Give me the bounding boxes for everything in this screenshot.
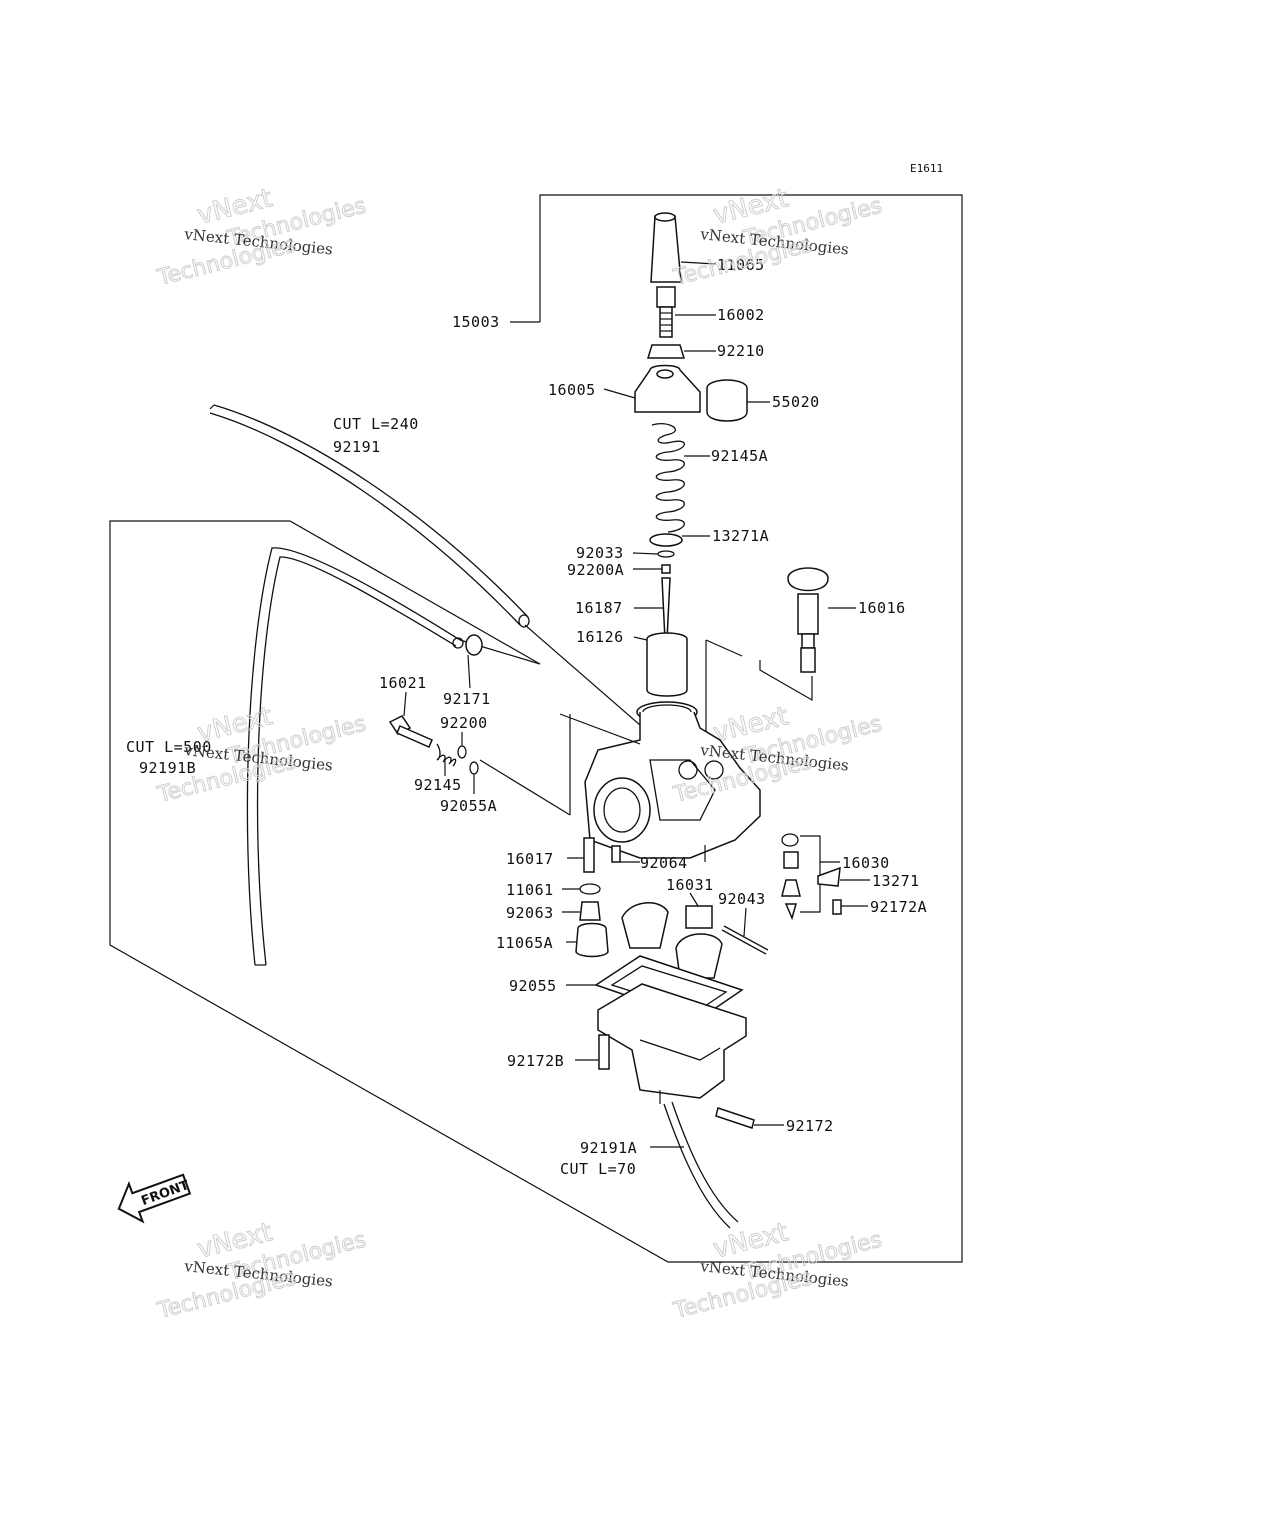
- jet-holder-11065A: [566, 922, 609, 958]
- drain-screw-92172: [715, 1107, 784, 1129]
- throttle-valve-16126: [633, 632, 688, 697]
- assembly-frame: [109, 194, 963, 1263]
- main-jet-92063: [562, 901, 601, 921]
- throttle-spring-92145A: [651, 423, 710, 533]
- label-92191B: 92191B: [139, 759, 196, 777]
- oring-92200: [457, 732, 467, 759]
- pilot-jet-16017: [567, 837, 595, 873]
- label-92055: 92055: [509, 977, 557, 995]
- label-92191A: 92191A: [580, 1139, 637, 1157]
- watermark-bottom-right: vNext Technologies vNext Technologies Te…: [670, 1217, 885, 1325]
- label-13271A: 13271A: [712, 527, 769, 545]
- label-92171: 92171: [443, 690, 491, 708]
- starter-plunger-16016: [705, 567, 856, 750]
- label-cut-500: CUT L=500: [126, 738, 212, 756]
- nut-92210: [646, 344, 716, 359]
- label-16005: 16005: [548, 381, 596, 399]
- label-cut-70: CUT L=70: [560, 1160, 636, 1178]
- label-92210: 92210: [717, 342, 765, 360]
- label-16017: 16017: [506, 850, 554, 868]
- label-92063: 92063: [506, 904, 554, 922]
- label-92145A: 92145A: [711, 447, 768, 465]
- clip-13271: [817, 866, 870, 887]
- label-92172B: 92172B: [507, 1052, 564, 1070]
- label-16030: 16030: [842, 854, 890, 872]
- watermark-top-left: vNext Technologies vNext Technologies Te…: [154, 183, 369, 292]
- watermark-bottom-left: vNext Technologies vNext Technologies Te…: [154, 1217, 369, 1325]
- hose-92191A: [650, 1101, 739, 1229]
- spring-92145: [436, 743, 457, 776]
- label-92145: 92145: [414, 776, 462, 794]
- label-16016: 16016: [858, 599, 906, 617]
- watermark-mid-left: vNext Technologies vNext Technologies Te…: [154, 701, 369, 809]
- hose-92191: [209, 404, 641, 726]
- label-13271: 13271: [872, 872, 920, 890]
- carburetor-body: [479, 701, 761, 862]
- adjuster-screw-16002: [656, 286, 716, 338]
- oring-92055A: [469, 761, 479, 794]
- label-16126: 16126: [576, 628, 624, 646]
- label-15003: 15003: [452, 313, 500, 331]
- label-92064: 92064: [640, 854, 688, 872]
- clip-92033: [632, 550, 675, 558]
- watermark-top-right: vNext Technologies vNext Technologies Te…: [670, 183, 885, 292]
- diagram-code: E1611: [910, 162, 943, 175]
- label-16021: 16021: [379, 674, 427, 692]
- float-16031: [621, 892, 723, 979]
- label-92033: 92033: [576, 544, 624, 562]
- label-92200A: 92200A: [567, 561, 624, 579]
- label-92172: 92172: [786, 1117, 834, 1135]
- label-16002: 16002: [717, 306, 765, 324]
- label-55020: 55020: [772, 393, 820, 411]
- watermark-mid-right: vNext Technologies vNext Technologies Te…: [670, 701, 885, 809]
- hose-92191B: [246, 547, 541, 966]
- label-cut-240: CUT L=240: [333, 415, 419, 433]
- screw-92172B: [575, 1034, 610, 1070]
- label-92191: 92191: [333, 438, 381, 456]
- label-11061: 11061: [506, 881, 554, 899]
- plate-13271A: [649, 533, 710, 547]
- label-16031: 16031: [666, 876, 714, 894]
- top-cap-16005: [603, 364, 701, 413]
- label-92172A: 92172A: [870, 898, 927, 916]
- label-92055A: 92055A: [440, 797, 497, 815]
- jet-needle-16187: [634, 577, 671, 641]
- washer-92200A: [633, 564, 671, 574]
- label-92200: 92200: [440, 714, 488, 732]
- washer-11061: [562, 883, 601, 895]
- screw-92172A: [832, 899, 868, 915]
- front-arrow-icon: FRONT: [117, 1173, 191, 1224]
- needle-valve-16030: [781, 833, 840, 921]
- part-labels: 11065 15003 16002 92210 16005 55020 9214…: [126, 256, 927, 1178]
- screw-16021: [388, 691, 433, 748]
- label-11065: 11065: [717, 256, 765, 274]
- pin-92043: [721, 907, 769, 955]
- label-11065A: 11065A: [496, 934, 553, 952]
- washer-92171: [465, 634, 483, 689]
- cap-cover-55020: [706, 379, 770, 422]
- label-92043: 92043: [718, 890, 766, 908]
- float-bowl: [597, 983, 747, 1104]
- adjuster-cap-11065: [650, 212, 717, 283]
- label-16187: 16187: [575, 599, 623, 617]
- screw-92064: [611, 845, 640, 863]
